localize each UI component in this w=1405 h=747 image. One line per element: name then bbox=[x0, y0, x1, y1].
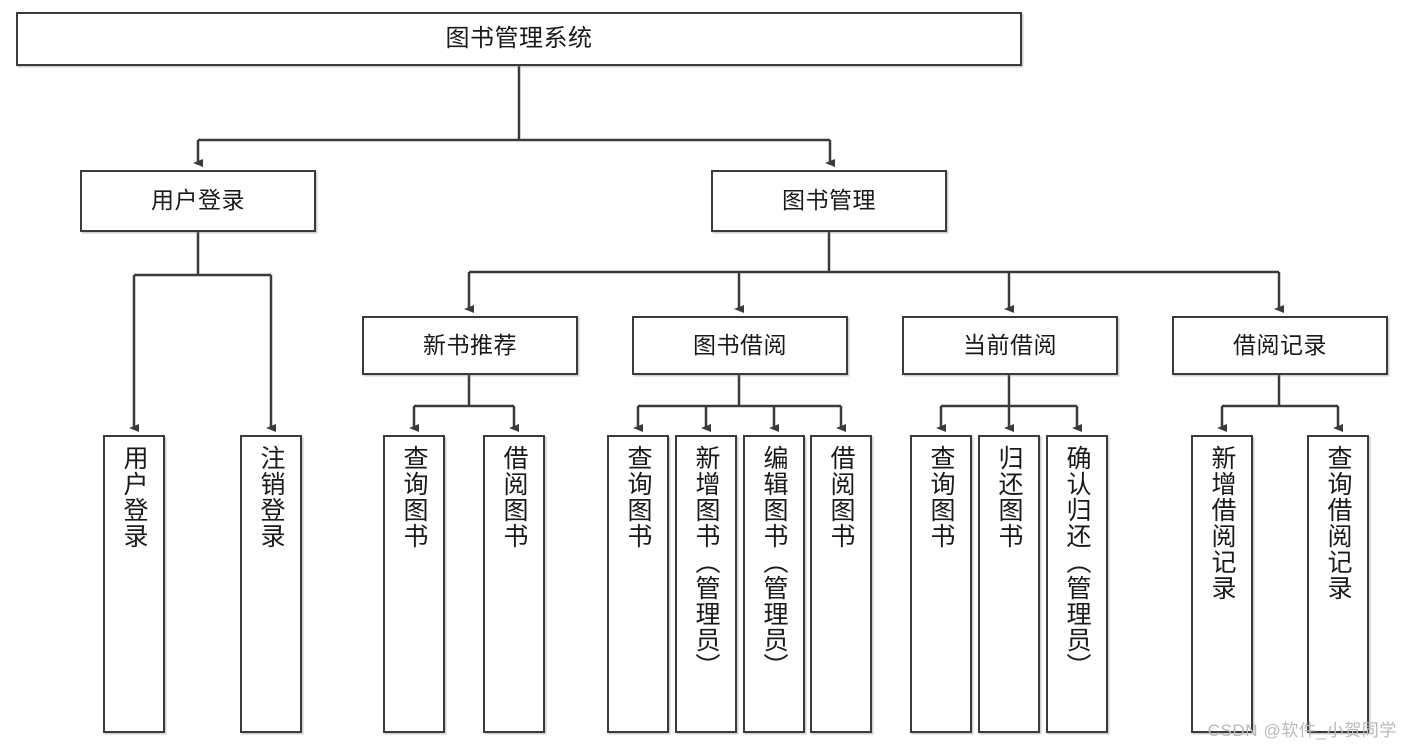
node-book-borrow[interactable]: 图书借阅 bbox=[632, 316, 848, 375]
node-current-borrow[interactable]: 当前借阅 bbox=[902, 316, 1118, 375]
node-label: 图书管理系统 bbox=[445, 24, 593, 52]
node-label: 新增图书（管理员） bbox=[692, 445, 720, 679]
node-label: 用户登录 bbox=[120, 445, 148, 549]
node-leaf-logout[interactable]: 注销登录 bbox=[240, 435, 302, 733]
node-label: 新增借阅记录 bbox=[1208, 445, 1236, 601]
node-leaf-query-book-recommend[interactable]: 查询图书 bbox=[383, 435, 445, 733]
watermark: CSDN @软件_小贺同学 bbox=[1207, 721, 1397, 740]
node-root-book-management-system[interactable]: 图书管理系统 bbox=[16, 12, 1022, 66]
node-user-login[interactable]: 用户登录 bbox=[80, 170, 316, 232]
node-label: 确认归还（管理员） bbox=[1063, 445, 1091, 679]
node-leaf-borrow-book[interactable]: 借阅图书 bbox=[810, 435, 872, 733]
node-label: 编辑图书（管理员） bbox=[760, 445, 788, 679]
node-leaf-query-book-current[interactable]: 查询图书 bbox=[910, 435, 972, 733]
node-label: 查询图书 bbox=[400, 445, 428, 549]
node-label: 归还图书 bbox=[995, 445, 1023, 549]
node-leaf-query-book-borrow[interactable]: 查询图书 bbox=[607, 435, 669, 733]
node-leaf-add-borrow-record[interactable]: 新增借阅记录 bbox=[1191, 435, 1253, 733]
node-leaf-borrow-book-recommend[interactable]: 借阅图书 bbox=[483, 435, 545, 733]
node-label: 借阅记录 bbox=[1233, 331, 1327, 358]
node-label: 图书管理 bbox=[782, 187, 876, 214]
node-label: 借阅图书 bbox=[500, 445, 528, 549]
node-new-book-recommend[interactable]: 新书推荐 bbox=[362, 316, 578, 375]
node-label: 用户登录 bbox=[151, 187, 245, 214]
node-leaf-add-book-admin[interactable]: 新增图书（管理员） bbox=[675, 435, 737, 733]
node-leaf-query-borrow-record[interactable]: 查询借阅记录 bbox=[1307, 435, 1369, 733]
node-label: 当前借阅 bbox=[963, 331, 1057, 358]
node-leaf-return-book[interactable]: 归还图书 bbox=[978, 435, 1040, 733]
node-book-management[interactable]: 图书管理 bbox=[711, 170, 947, 232]
node-leaf-user-login[interactable]: 用户登录 bbox=[103, 435, 165, 733]
node-label: 借阅图书 bbox=[827, 445, 855, 549]
node-label: 注销登录 bbox=[257, 445, 285, 549]
node-leaf-edit-book-admin[interactable]: 编辑图书（管理员） bbox=[743, 435, 805, 733]
node-label: 查询图书 bbox=[624, 445, 652, 549]
node-label: 查询图书 bbox=[927, 445, 955, 549]
node-leaf-confirm-return-admin[interactable]: 确认归还（管理员） bbox=[1046, 435, 1108, 733]
node-label: 图书借阅 bbox=[693, 331, 787, 358]
node-borrow-record[interactable]: 借阅记录 bbox=[1172, 316, 1388, 375]
node-label: 查询借阅记录 bbox=[1324, 445, 1352, 601]
node-label: 新书推荐 bbox=[423, 331, 517, 358]
